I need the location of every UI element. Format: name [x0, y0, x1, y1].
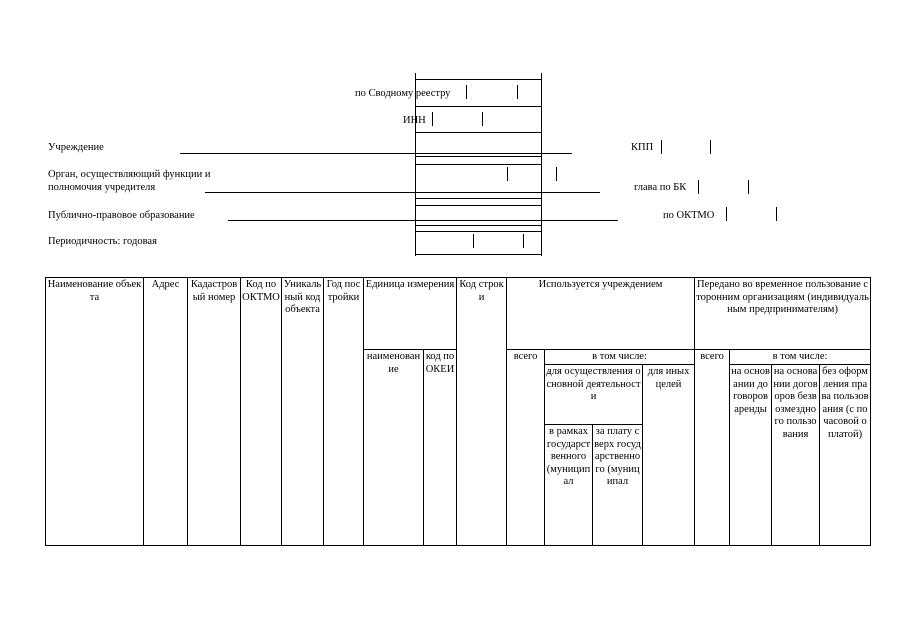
- code-box-row-line: [415, 132, 541, 133]
- header-transferred: Передано во временное пользование сторон…: [694, 277, 872, 350]
- table-header-row-3: ▫для осуществления основной деятельности…: [46, 364, 872, 546]
- period-input-tick[interactable]: [473, 234, 474, 248]
- organ-input-tick[interactable]: [556, 167, 557, 181]
- organ-label-line1: Орган, осуществляющий функции и: [48, 169, 211, 180]
- code-box-row-line: [415, 164, 541, 165]
- table-header-row-2: наименование код по ОКЕИ всего в том чис…: [46, 349, 872, 546]
- uchrezhdenie-field-line[interactable]: [180, 153, 572, 154]
- glava-input-tick[interactable]: [698, 180, 699, 194]
- code-box-row-line: [415, 231, 541, 232]
- header-used-total: всего: [506, 349, 546, 546]
- code-box-row-line: [415, 198, 541, 199]
- header-row-code: Код строки: [456, 277, 508, 546]
- oktmo-input-tick[interactable]: [726, 207, 727, 221]
- code-box-row-line: [415, 254, 541, 255]
- property-table: Наименование объекта Адрес Кадастровый н…: [45, 277, 872, 546]
- organ-input-tick[interactable]: [507, 167, 508, 181]
- header-used-including: в том числе:: [544, 349, 696, 365]
- code-box-row-line: [415, 79, 541, 80]
- kpp-input-tick[interactable]: [661, 140, 662, 154]
- header-used-main-activity: ▫для осуществления основной деятельности: [544, 364, 644, 425]
- header-unit-name: наименование: [363, 349, 424, 546]
- publichno-field-line[interactable]: [228, 220, 618, 221]
- code-box-row-line: [415, 225, 541, 226]
- header-transferred-no-formal: без оформления права пользования (с поча…: [819, 364, 872, 546]
- header-name-of-object: Наименование объекта: [45, 277, 144, 546]
- period-input-tick[interactable]: [523, 234, 524, 248]
- header-transferred-free-use: на основании договоров безвозмездного по…: [771, 364, 821, 546]
- uchrezhdenie-label: Учреждение: [48, 142, 104, 153]
- header-transferred-including: в том числе:: [729, 349, 872, 365]
- svodny-input-tick[interactable]: [517, 85, 518, 99]
- header-oktmo-code: Код по ОКТМО: [240, 277, 282, 546]
- header-transferred-total: всего: [694, 349, 731, 546]
- organ-label-line2: полномочия учредителя: [48, 182, 156, 193]
- glava-input-tick[interactable]: [748, 180, 749, 194]
- header-transferred-lease: на основании договоров аренды: [729, 364, 773, 546]
- code-box-row-line: [415, 205, 541, 206]
- organ-field-line[interactable]: [205, 192, 600, 193]
- row-marker-icon: ▫: [547, 367, 551, 377]
- kpp-label: КПП: [631, 142, 654, 153]
- header-address: Адрес: [143, 277, 188, 546]
- inn-input-tick[interactable]: [432, 112, 433, 126]
- header-used-by-institution: Используется учреждением: [506, 277, 696, 350]
- header-used-paid-over: за плату сверх государственного (муницип…: [592, 424, 644, 546]
- header-unique-code: Уникальный код объекта: [281, 277, 324, 546]
- header-cadastral-number: Кадастровый номер: [187, 277, 241, 546]
- inn-input-tick[interactable]: [482, 112, 483, 126]
- header-year-built: Год постройки: [323, 277, 364, 546]
- periodichnost-label: Периодичность: годовая: [48, 236, 157, 247]
- code-box-row-line: [415, 106, 541, 107]
- kpp-input-tick[interactable]: [710, 140, 711, 154]
- header-used-other: для иных целей: [642, 364, 696, 546]
- code-box-right-edge: [541, 73, 542, 256]
- table-header-row-1: Наименование объекта Адрес Кадастровый н…: [45, 277, 872, 546]
- publichno-pravovoe-label: Публично-правовое образование: [48, 210, 195, 221]
- code-box-row-line: [415, 156, 541, 157]
- table-header-row-4: в рамках государственного (муниципал за …: [46, 424, 871, 546]
- oktmo-label: по ОКТМО: [663, 210, 715, 221]
- svodny-reestr-label: по Сводному реестру: [355, 88, 451, 99]
- svodny-input-tick[interactable]: [466, 85, 467, 99]
- header-unit-of-measure: Единица измерения: [362, 277, 458, 350]
- oktmo-input-tick[interactable]: [776, 207, 777, 221]
- header-unit-okei: код по ОКЕИ: [422, 349, 458, 546]
- glava-bk-label: глава по БК: [634, 182, 687, 193]
- inn-label: ИНН: [403, 115, 426, 126]
- header-used-within-assignment: в рамках государственного (муниципал: [544, 424, 594, 546]
